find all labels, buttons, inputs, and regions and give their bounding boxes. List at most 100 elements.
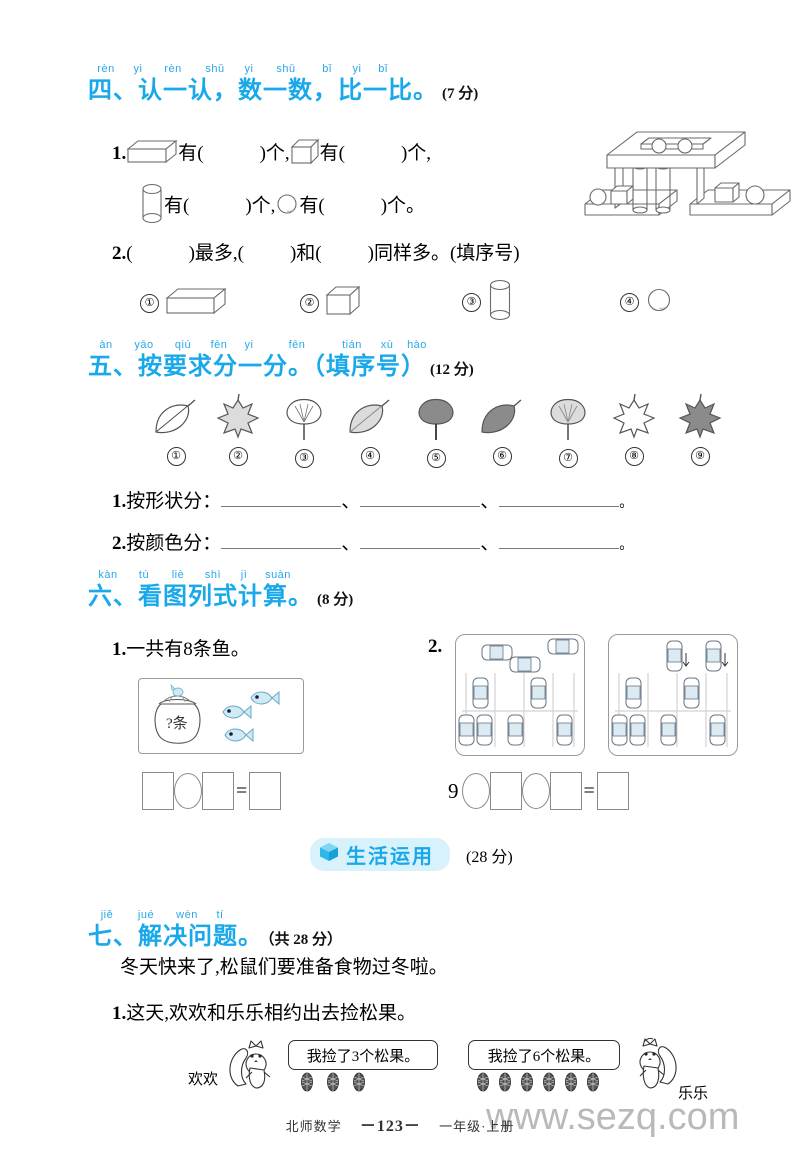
section7-q1: 1.这天,欢欢和乐乐相约出去捡松果。	[112, 1003, 417, 1024]
section7-intro: 冬天快来了,松鼠们要准备食物过冬啦。	[120, 957, 448, 978]
pinecone-icon	[521, 1072, 533, 1092]
leaf-8-label: ⑧	[624, 447, 644, 466]
answer-box[interactable]	[142, 772, 174, 810]
pinecone-icon	[587, 1072, 599, 1092]
fish-picture-frame: ?条	[138, 678, 304, 754]
q2-left-number: 9	[448, 778, 459, 803]
option-4: ④	[620, 286, 673, 319]
section7-score: （共 28 分）	[267, 932, 343, 948]
squirrel-right-bubble: 我捡了6个松果。	[468, 1040, 620, 1070]
leaf-9-label: ⑨	[690, 447, 710, 466]
leaf-5-label: ⑤	[426, 449, 446, 468]
section5-score: (12 分)	[430, 362, 474, 378]
pinecone-icon	[543, 1072, 555, 1092]
leaf-oval-icon	[155, 399, 196, 434]
leaf-7: ⑦	[536, 394, 600, 468]
cuboid-icon	[165, 286, 227, 321]
squirrel-right-icon	[624, 1036, 680, 1097]
section6-q2-num: 2.	[428, 636, 443, 657]
blank-line[interactable]	[221, 533, 342, 549]
life-application-badge: 生活运用	[310, 838, 450, 871]
blank-line[interactable]	[221, 491, 342, 507]
fish-icon	[222, 704, 252, 720]
operator-circle[interactable]	[174, 773, 202, 809]
cube-icon	[290, 138, 320, 171]
footer-page-number: －123－	[359, 1118, 421, 1135]
leaf-1-label: ①	[166, 447, 186, 466]
equals-sign: =	[583, 779, 595, 802]
pinecone-icon	[353, 1072, 365, 1092]
operator-circle[interactable]	[521, 773, 550, 809]
answer-box[interactable]	[202, 772, 234, 810]
sphere-icon	[645, 286, 673, 319]
option-2: ②	[300, 284, 361, 322]
squirrel-right-cones	[476, 1072, 600, 1092]
parking-lot-left	[455, 634, 585, 756]
pinecone-icon	[565, 1072, 577, 1092]
squirrel-left-icon	[226, 1038, 282, 1097]
section4-title: 四、认一认，数一数，比一比。(7 分)	[88, 77, 479, 104]
section6-score: (8 分)	[317, 592, 354, 608]
option-2-label: ②	[300, 293, 319, 313]
jar-label: ?条	[166, 715, 188, 732]
leaf-ginkgo-icon	[550, 398, 586, 440]
option-3-label: ③	[462, 293, 481, 312]
leaf-8: ⑧	[602, 392, 666, 466]
leaf-1: ①	[144, 396, 208, 466]
option-1-label: ①	[140, 294, 159, 313]
badge-label: 生活运用	[346, 846, 434, 868]
section7-title: 七、解决问题。（共 28 分）	[88, 923, 343, 950]
section4-q1-line2: 有()个, 有()个。	[140, 182, 425, 232]
blank-line[interactable]	[360, 491, 481, 507]
footer-book: 北师数学	[285, 1119, 342, 1134]
blank-line[interactable]	[499, 533, 620, 549]
squirrel-left-bubble: 我捡了3个松果。	[288, 1040, 438, 1070]
operator-circle[interactable]	[461, 773, 490, 809]
section6-q1-text: 1.一共有8条鱼。	[112, 639, 250, 660]
section4-score: (7 分)	[442, 86, 479, 102]
section5-title: 五、按要求分一分。（填序号）(12 分)	[88, 353, 474, 380]
blank-line[interactable]	[360, 533, 481, 549]
fish-jar-icon: ?条	[154, 683, 201, 744]
leaf-9: ⑨	[668, 392, 732, 466]
badge-score: (28 分)	[466, 849, 513, 866]
option-4-label: ④	[620, 293, 639, 312]
cylinder-icon	[487, 278, 513, 327]
blank-line[interactable]	[499, 491, 620, 507]
squirrel-right-name: 乐乐	[678, 1086, 709, 1102]
section6-title: 六、看图列式计算。(8 分)	[88, 583, 354, 610]
leaf-5: ⑤	[404, 394, 468, 468]
watermark: www.sezq.com	[486, 1096, 740, 1138]
leaf-maple-icon	[612, 393, 656, 439]
leaf-2: ②	[206, 392, 270, 466]
leaf-7-label: ⑦	[558, 449, 578, 468]
answer-row-q2: 9=	[448, 772, 629, 810]
pinecone-icon	[477, 1072, 489, 1092]
sphere-icon	[275, 192, 299, 222]
answer-box[interactable]	[249, 772, 282, 810]
answer-box[interactable]	[596, 772, 629, 810]
leaf-3-label: ③	[294, 449, 314, 468]
answer-box[interactable]	[549, 772, 582, 810]
option-3: ③	[462, 278, 513, 327]
section4-q1-line1: 1. 有()个, 有()个,	[112, 138, 431, 171]
answer-box[interactable]	[489, 772, 522, 810]
squirrel-left-cones	[300, 1072, 366, 1092]
leaf-oval-icon	[481, 399, 522, 434]
footer-grade: 一年级·上册	[439, 1119, 515, 1134]
page-footer: 北师数学 －123－ 一年级·上册	[0, 1112, 800, 1136]
leaf-4-label: ④	[360, 447, 380, 466]
squirrel-left-name: 欢欢	[188, 1072, 219, 1088]
cylinder-icon	[140, 182, 164, 232]
pinecone-icon	[301, 1072, 313, 1092]
fish-icon	[250, 690, 280, 706]
fish-icon	[224, 727, 254, 743]
leaf-maple-icon	[216, 393, 260, 439]
